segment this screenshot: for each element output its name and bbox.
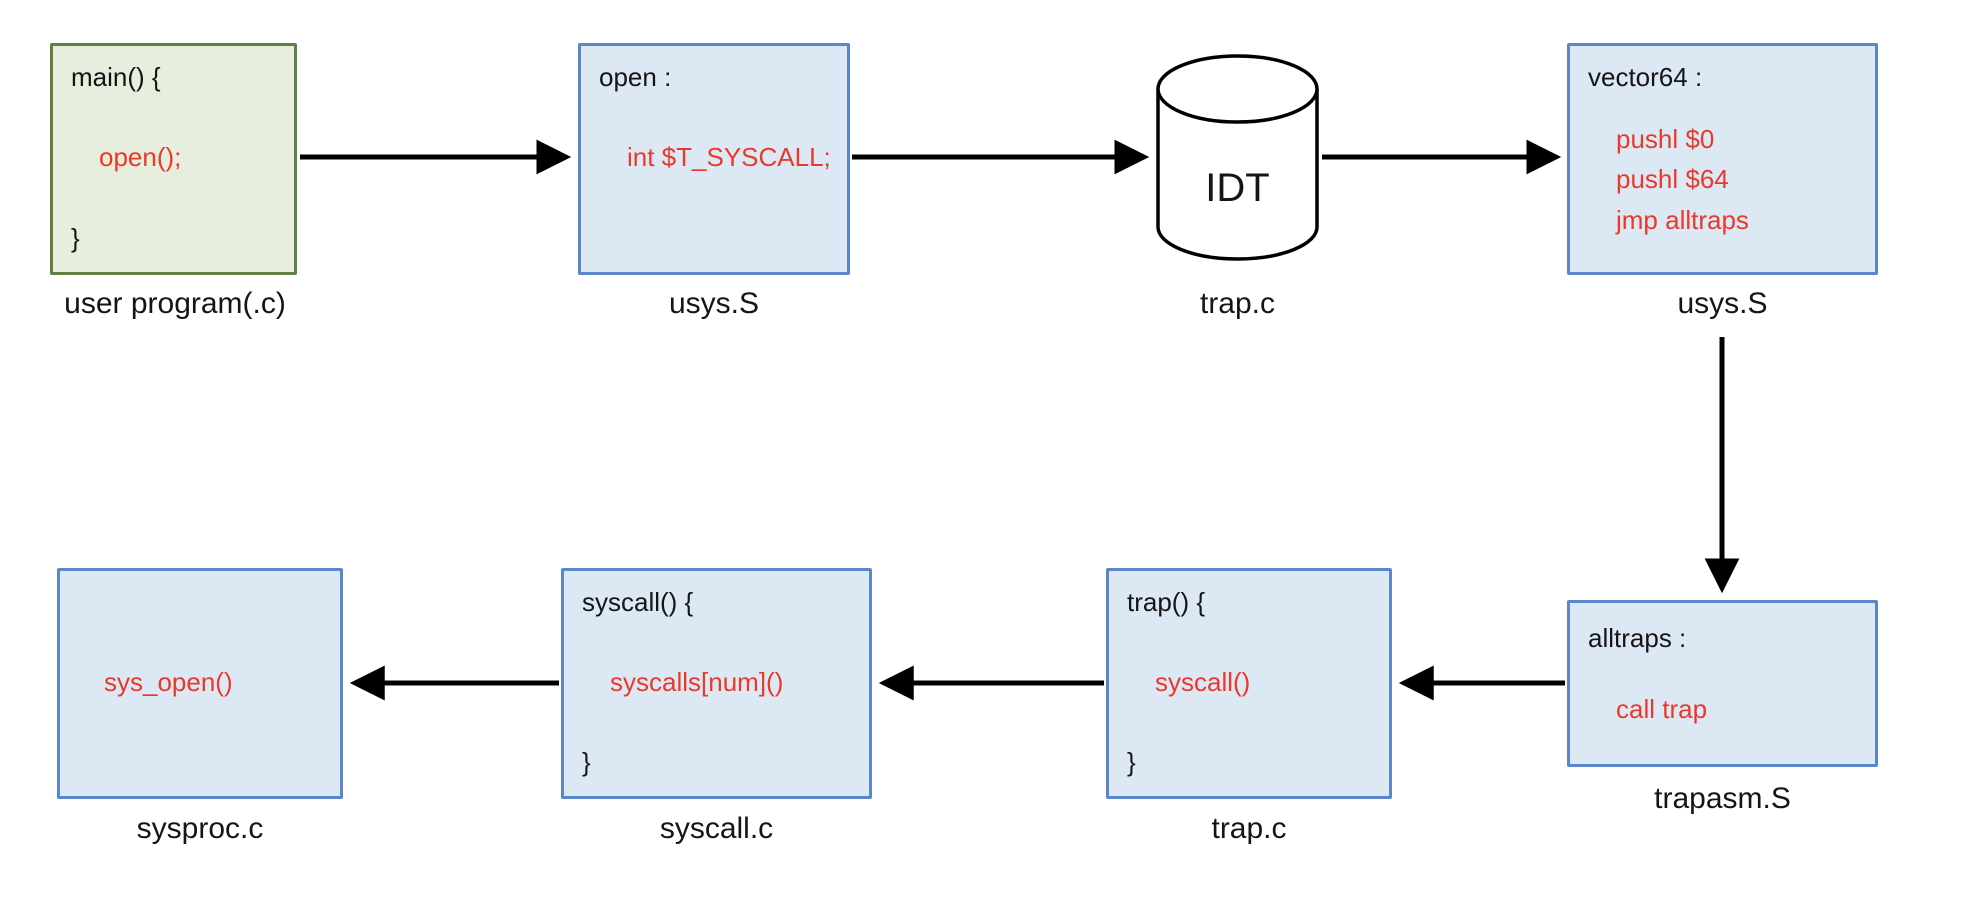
code-line: pushl $0	[1616, 124, 1715, 155]
label-syscall: syscall.c	[659, 812, 774, 845]
code-line: }	[582, 746, 591, 777]
code-line: call trap	[1616, 694, 1708, 725]
label-trapasm: trapasm.S	[1654, 782, 1791, 815]
code-line: jmp alltraps	[1616, 204, 1749, 235]
code-line: open();	[99, 142, 182, 173]
syscall-code: syscall() { syscalls[num]() }	[564, 571, 869, 796]
code-line: open :	[599, 62, 672, 92]
usys-open-code: open : int $T_SYSCALL;	[581, 46, 847, 272]
label-idt: trap.c	[1199, 287, 1276, 320]
label-user-program: user program(.c)	[64, 287, 286, 320]
code-line: syscalls[num]()	[610, 666, 784, 697]
node-syscall: syscall() { syscalls[num]() }	[561, 568, 872, 799]
node-alltraps: alltraps : call trap	[1567, 600, 1878, 767]
sysproc-code: sys_open()	[60, 571, 340, 796]
label-usys-top: usys.S	[668, 287, 760, 320]
idt-title: IDT	[1205, 166, 1269, 210]
code-line: sys_open()	[104, 666, 233, 697]
label-sysproc: sysproc.c	[136, 812, 264, 845]
node-idt-cylinder: IDT	[1155, 53, 1320, 263]
code-line: trap() {	[1127, 587, 1206, 617]
label-usys-right: usys.S	[1677, 287, 1768, 320]
node-sysproc: sys_open()	[57, 568, 343, 799]
node-user-program: main() { open(); }	[50, 43, 297, 275]
code-line-spacer	[599, 223, 829, 254]
label-trap-bottom: trap.c	[1211, 812, 1287, 845]
vector64-code: vector64 : pushl $0 pushl $64 jmp alltra…	[1570, 46, 1875, 272]
node-vector64: vector64 : pushl $0 pushl $64 jmp alltra…	[1567, 43, 1878, 275]
alltraps-code: alltraps : call trap	[1570, 603, 1875, 764]
code-line: alltraps :	[1588, 623, 1687, 653]
code-line: int $T_SYSCALL;	[627, 142, 831, 173]
code-line: }	[1127, 746, 1136, 777]
code-line: vector64 :	[1588, 62, 1703, 92]
code-line: syscall() {	[582, 587, 694, 617]
code-line: main() {	[71, 62, 161, 92]
trap-code: trap() { syscall() }	[1109, 571, 1389, 796]
node-trap: trap() { syscall() }	[1106, 568, 1392, 799]
code-line: }	[71, 222, 80, 253]
node-usys-open: open : int $T_SYSCALL;	[578, 43, 850, 275]
vector64-red-block: pushl $0 pushl $64 jmp alltraps	[1588, 119, 1857, 240]
user-program-code: main() { open(); }	[53, 46, 294, 272]
cylinder-top	[1156, 54, 1319, 124]
code-line: syscall()	[1155, 666, 1251, 697]
cylinder-body	[1156, 89, 1319, 261]
code-line: pushl $64	[1616, 164, 1729, 195]
